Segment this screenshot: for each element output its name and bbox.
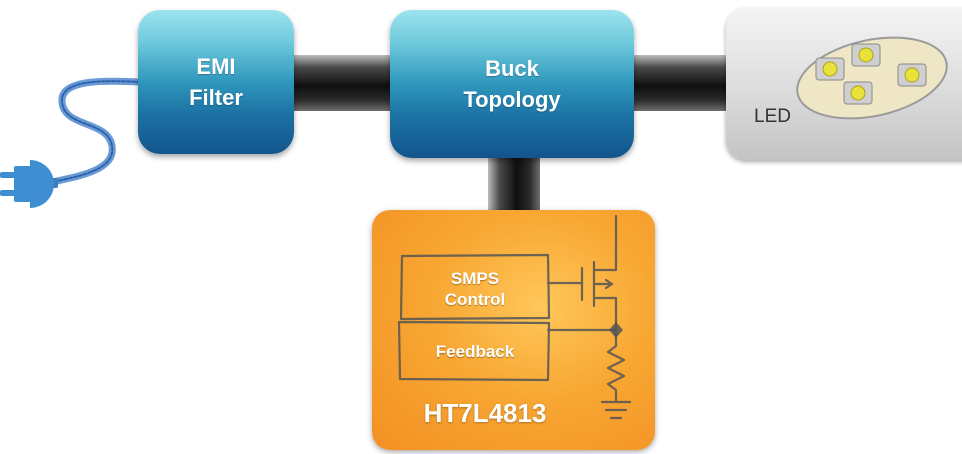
smps-control-label: SMPS Control	[444, 269, 506, 309]
led-label: LED	[754, 106, 791, 127]
ground-symbol	[600, 398, 632, 420]
feedback-label: Feedback	[435, 342, 515, 361]
smps-control-box	[399, 253, 551, 321]
resistor-symbol	[606, 328, 626, 402]
chip-name-label: HT7L4813	[423, 398, 547, 428]
connector-buck-ic	[488, 155, 540, 215]
led-chip	[815, 57, 845, 81]
led-chip	[851, 43, 881, 67]
junction-node	[609, 322, 623, 338]
connector-emi-buck	[290, 55, 396, 111]
buck-topology-block: Buck Topology	[390, 10, 634, 158]
led-chip	[897, 63, 927, 87]
emi-filter-label: EMI Filter	[189, 54, 243, 110]
feedback-box	[397, 320, 551, 382]
connector-buck-led	[630, 55, 730, 111]
led-chip	[843, 81, 873, 105]
mosfet-symbol	[580, 214, 618, 332]
emi-filter-block: EMI Filter	[138, 10, 294, 154]
buck-topology-label: Buck Topology	[463, 56, 561, 112]
